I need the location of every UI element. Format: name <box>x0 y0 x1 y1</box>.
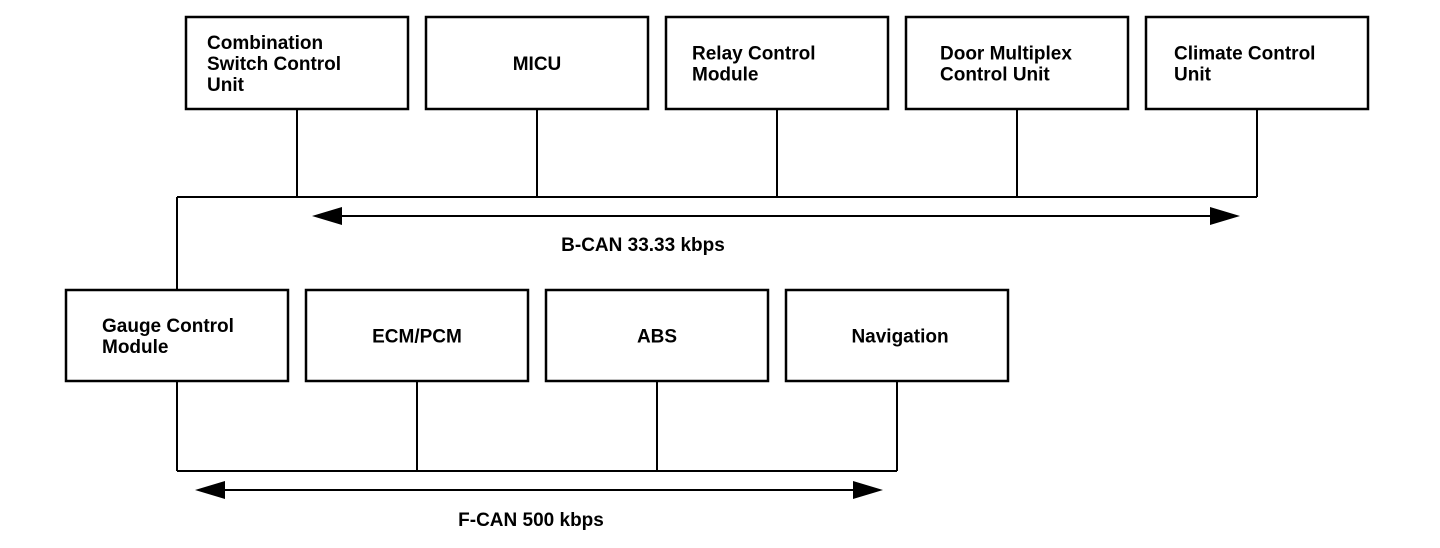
door-multiplex-control-unit-label-line: Control Unit <box>940 65 1050 86</box>
ecm-pcm-box <box>304 288 530 383</box>
door-multiplex-control-unit-box <box>904 15 1130 111</box>
ecm-pcm-label-line: ECM/PCM <box>372 327 462 348</box>
b-can-arrowhead-right <box>1210 207 1240 225</box>
combination-switch-control-unit-label-line: Unit <box>207 75 245 96</box>
climate-control-unit-box <box>1144 15 1370 111</box>
b-can-arrowhead-left <box>312 207 342 225</box>
bus-wiring <box>176 109 1258 472</box>
gauge-control-module-label-line: Gauge Control <box>102 316 234 337</box>
combination-switch-control-unit-label-line: Switch Control <box>207 54 341 75</box>
relay-control-module-box <box>664 15 890 111</box>
b-can-bus-arrow <box>312 207 1240 225</box>
f-can-arrowhead-left <box>195 481 225 499</box>
abs-label-line: ABS <box>637 327 677 348</box>
navigation-label-line: Navigation <box>851 327 948 348</box>
relay-control-module-label-line: Relay Control <box>692 44 816 65</box>
micu-label-line: MICU <box>513 54 562 75</box>
climate-control-unit-label-line: Unit <box>1174 65 1212 86</box>
gauge-control-module-label-line: Module <box>102 337 169 358</box>
gauge-control-module-box <box>64 288 290 383</box>
abs-box <box>544 288 770 383</box>
module-ecm-pcm: ECM/PCM <box>304 288 530 383</box>
module-navigation: Navigation <box>784 288 1010 383</box>
micu-box <box>424 15 650 111</box>
climate-control-unit-label-line: Climate Control <box>1174 44 1315 65</box>
door-multiplex-control-unit-label-line: Door Multiplex <box>940 44 1072 65</box>
f-can-bus-arrow <box>195 481 883 499</box>
combination-switch-control-unit-box <box>184 15 410 111</box>
combination-switch-control-unit-label-line: Combination <box>207 33 323 54</box>
b-can-bus-label: B-CAN 33.33 kbps <box>561 235 725 256</box>
navigation-box <box>784 288 1010 383</box>
module-micu: MICU <box>424 15 650 111</box>
f-can-arrowhead-right <box>853 481 883 499</box>
relay-control-module-label-line: Module <box>692 65 759 86</box>
f-can-bus-label: F-CAN 500 kbps <box>458 510 604 531</box>
bus-arrows <box>195 207 1240 499</box>
module-abs: ABS <box>544 288 770 383</box>
